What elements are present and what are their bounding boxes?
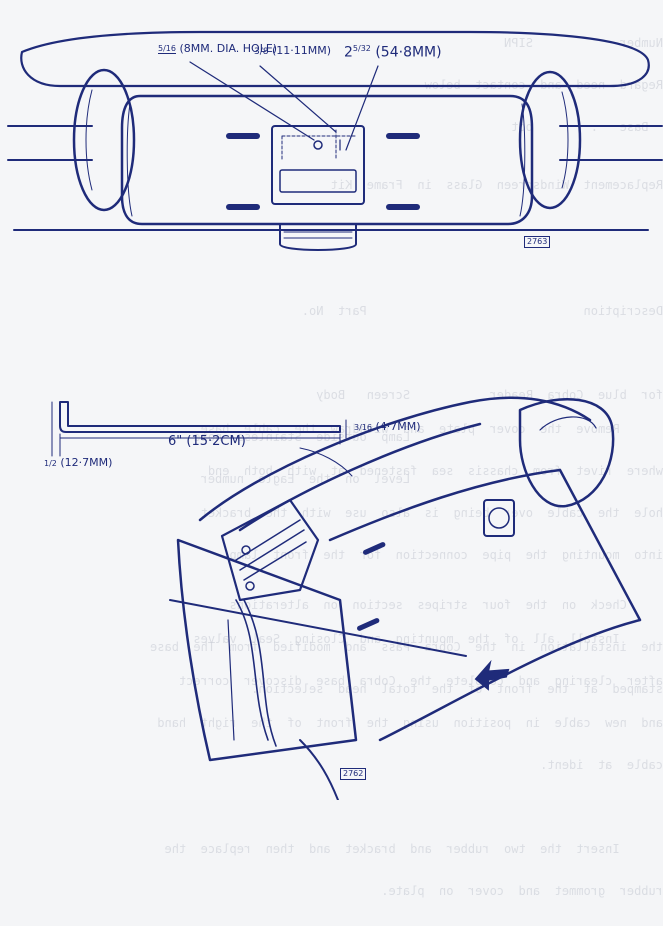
lamp-housing [271, 125, 365, 205]
fraction-value: 5/16 [158, 43, 176, 54]
dimension-length-label: 6" (15·2CM) [168, 434, 246, 449]
panel-slot-lower [357, 618, 380, 631]
panel-curve-right [519, 103, 526, 217]
reflector-housing [483, 499, 515, 537]
figure-number-2763: 2763 [524, 236, 551, 248]
whole-value: 2 [344, 44, 353, 61]
direction-arrow [474, 659, 510, 691]
leader-hole [189, 61, 315, 141]
overrider-left-shade [85, 89, 93, 191]
lamp-lens [279, 169, 357, 193]
dimension-length-text: (15·2CM) [186, 434, 246, 449]
lamp-wire-2 [243, 599, 277, 747]
overrider-left [72, 68, 136, 212]
slot-bottom-right [386, 204, 420, 210]
bumper-left [7, 125, 93, 161]
slot-bottom-left [226, 204, 260, 210]
bleed-line: Insert the two rubber and bracket and th… [164, 842, 663, 856]
drill-hole [313, 140, 323, 150]
bleed-line [0, 800, 663, 814]
bracket-bolt-1 [241, 545, 251, 555]
overrider-highlight [539, 416, 597, 431]
dimension-hole-label: 5/16 (8MM. DIA. HOLE) [158, 42, 277, 55]
fraction-value: 3/16 [354, 423, 372, 432]
reflector-lens [488, 507, 510, 529]
boot-edge-upper [198, 396, 592, 522]
figure-1-rear-panel-drawing [7, 30, 663, 800]
overrider-right [518, 70, 582, 210]
dimension-hook-label: 1/2 (12·7MM) [44, 456, 112, 469]
bleed-line: rubber grommet and cover on plate. [381, 884, 663, 898]
fraction: 5/16 [158, 43, 176, 54]
dimension-offset-label: 3/8 (11·11MM) [254, 44, 331, 57]
rear-overrider [518, 398, 615, 508]
fraction-value: 3/8 [254, 47, 269, 57]
whole-value: 6" [168, 434, 183, 449]
figure-number-2762: 2762 [340, 768, 367, 780]
leader-offset [259, 65, 337, 133]
plate-edge [227, 619, 235, 741]
centre-lines [281, 129, 357, 161]
dimension-hook-text: (12·7MM) [60, 456, 113, 469]
rear-panel-side [328, 468, 642, 742]
fraction-value: 1/2 [44, 459, 57, 468]
lower-bracket [279, 223, 357, 251]
glint [299, 447, 353, 477]
rod-profile [59, 401, 341, 433]
bracket-bolt-2 [245, 581, 255, 591]
spring-coils [235, 519, 307, 581]
overrider-right-shade [561, 91, 569, 189]
dimension-thickness-label: 3/16 (4·7MM) [354, 420, 421, 433]
slot-top-right [386, 133, 420, 139]
panel-curve-left [126, 103, 133, 217]
number-plate-panel-hinged [176, 538, 358, 762]
lower-bracket-ribs [283, 231, 353, 239]
fraction-value: 5/32 [352, 44, 371, 53]
withdrawal-rod [169, 599, 467, 657]
boot-edge-inner [238, 422, 482, 532]
bumper-right [559, 125, 663, 161]
lower-panel-edge [299, 739, 339, 800]
dimension-thickness-text: (4·7MM) [375, 420, 421, 433]
number-plate-panel [120, 94, 534, 226]
dimension-height-text: (54·8MM) [375, 44, 442, 61]
dimension-hole-text: (8MM. DIA. HOLE) [179, 42, 278, 55]
slot-top-left [226, 133, 260, 139]
leader-height [345, 65, 379, 151]
lamp-bracket [220, 498, 320, 602]
dimension-offset-text: (11·11MM) [271, 44, 332, 57]
boot-lid-outline [20, 30, 650, 88]
manual-page: Number SIPN Regard need and contact belo… [7, 30, 663, 898]
panel-slot-upper [363, 542, 386, 555]
dimension-height-label: 25/32 (54·8MM) [344, 44, 442, 61]
